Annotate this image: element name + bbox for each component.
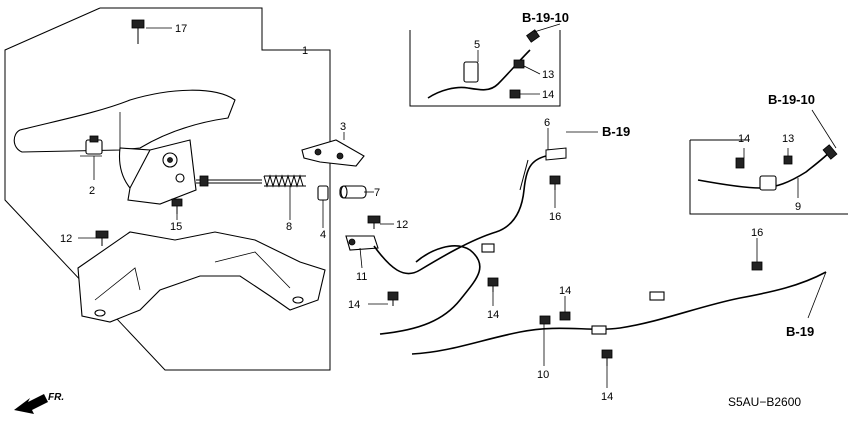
cable-10 xyxy=(379,243,827,355)
diagram-code: S5AU−B2600 xyxy=(728,395,801,409)
bolt-17 xyxy=(131,19,145,44)
front-arrow-icon xyxy=(14,394,48,414)
ref-b19-10-top: B-19-10 xyxy=(522,10,569,25)
cable-equalizer-3 xyxy=(301,139,365,167)
callout-2: 2 xyxy=(89,185,95,197)
assembly-box-outline xyxy=(4,7,331,371)
callout-14-center: 14 xyxy=(559,285,571,297)
callout-17: 17 xyxy=(175,23,187,35)
callout-14-bottom: 14 xyxy=(601,391,613,403)
inset-right-cable xyxy=(697,144,838,191)
callout-14-top: 14 xyxy=(542,89,554,101)
callout-13-right: 13 xyxy=(782,133,794,145)
adjuster-rod xyxy=(196,175,262,187)
bolt-16-a xyxy=(549,175,561,190)
callout-16-mid: 16 xyxy=(549,211,561,223)
ref-b19-lower: B-19 xyxy=(786,324,814,339)
lever-bracket xyxy=(77,231,326,323)
callout-16-right: 16 xyxy=(751,227,763,239)
bolt-14-a xyxy=(387,291,399,306)
callout-7: 7 xyxy=(374,187,380,199)
inset-top-cable xyxy=(427,29,540,99)
brake-switch xyxy=(80,135,103,157)
ref-b19-10-right: B-19-10 xyxy=(768,92,815,107)
front-direction-marker: FR. xyxy=(14,392,64,414)
inset-top-outline xyxy=(409,30,561,107)
callout-10: 10 xyxy=(537,369,549,381)
callout-4: 4 xyxy=(320,229,326,241)
callout-14-mid: 14 xyxy=(487,309,499,321)
callout-15: 15 xyxy=(170,221,182,233)
front-label: FR. xyxy=(48,392,64,403)
callout-12-left: 12 xyxy=(60,233,72,245)
ref-b19-upper: B-19 xyxy=(602,124,630,139)
callout-14-right: 14 xyxy=(738,133,750,145)
callout-5: 5 xyxy=(474,39,480,51)
bolt-14-b xyxy=(487,277,499,292)
callout-1: 1 xyxy=(302,45,308,57)
cable-6 xyxy=(373,147,567,275)
bolt-15 xyxy=(171,198,183,214)
guide-7 xyxy=(339,185,367,199)
callout-6: 6 xyxy=(544,117,550,129)
callout-8: 8 xyxy=(286,221,292,233)
adjusting-nut-4 xyxy=(317,185,329,201)
leader-lines xyxy=(78,23,837,388)
inset-right-outline xyxy=(689,140,848,215)
callout-9: 9 xyxy=(795,201,801,213)
callout-11: 11 xyxy=(356,271,367,283)
clip-11 xyxy=(345,235,379,251)
callout-12-right: 12 xyxy=(396,219,408,231)
bolt-14-c xyxy=(559,311,571,321)
callout-13-top: 13 xyxy=(542,69,554,81)
parking-brake-lever xyxy=(13,89,236,205)
adjuster-spring-8 xyxy=(263,174,306,188)
bolt-14-d xyxy=(601,349,613,366)
callout-3: 3 xyxy=(340,121,346,133)
bolt-12-left xyxy=(95,230,109,246)
callout-14-left: 14 xyxy=(348,299,360,311)
bolt-12-right xyxy=(367,215,381,229)
